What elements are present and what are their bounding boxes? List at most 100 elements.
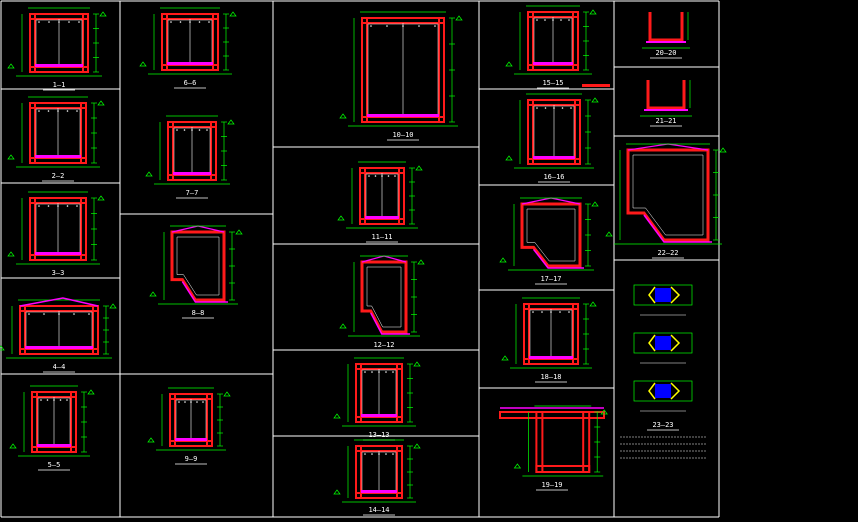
p18-wall-left <box>523 303 530 365</box>
p19-slab-top <box>499 411 605 419</box>
p2-level-mark <box>97 100 105 106</box>
p15-rebar-dot <box>552 19 554 21</box>
p13-slab-bottom <box>355 416 403 423</box>
p7-caption: 7—7 <box>186 189 199 197</box>
p3-rebar-dot <box>76 205 78 207</box>
p5-rebar-dot <box>46 399 49 401</box>
p4-caption: 4—4 <box>53 363 66 371</box>
p14-level-mark <box>333 489 341 495</box>
p7-rebar-dot <box>206 129 208 131</box>
p23-joint-core <box>655 336 671 350</box>
p6-slab-bottom <box>161 64 219 71</box>
p4-rebar-dot <box>43 313 45 315</box>
p18-floor-finish <box>529 356 573 359</box>
p9-wall-right <box>206 393 213 447</box>
p12-level-mark <box>339 323 347 329</box>
p23-joint-flare <box>648 382 656 400</box>
p20-caption: 20—20 <box>655 49 676 57</box>
p22-caption: 22—22 <box>657 249 678 257</box>
p11-slab-top <box>359 167 405 174</box>
p1-floor-finish <box>35 64 83 67</box>
p7-level-mark <box>145 171 153 177</box>
p22-level-mark <box>605 231 613 237</box>
p6-floor-finish <box>167 62 213 65</box>
p7-slab-top <box>167 121 217 128</box>
p4-rebar-dot <box>28 313 30 315</box>
p7-floor-finish <box>173 172 211 175</box>
p21-channel-walls <box>646 80 686 110</box>
p6-wall-left <box>161 13 168 71</box>
p5-rebar-dot <box>59 399 62 401</box>
p16-wall-right <box>574 99 581 165</box>
p9-rebar-dot <box>190 401 192 403</box>
p11-slab-bottom <box>359 218 405 225</box>
p14-rebar-dot <box>385 453 387 455</box>
p18-rebar-dot <box>550 311 552 313</box>
p5-level-mark <box>87 389 95 395</box>
p10-rebar-dot <box>402 25 404 27</box>
p9-level-mark <box>147 437 155 443</box>
p13-wall-right <box>396 363 403 423</box>
p1-slab-top <box>29 13 89 20</box>
p9-caption: 9—9 <box>185 455 198 463</box>
p5-rebar-dot <box>66 399 68 401</box>
p10-floor-finish <box>367 114 439 117</box>
p1-level-mark <box>99 11 107 17</box>
p1-rebar-dot <box>48 21 50 23</box>
p3-wall-left <box>29 197 36 261</box>
p17-level-mark <box>499 257 507 263</box>
red-callout-bar <box>582 84 610 87</box>
p11-rebar-dot <box>374 175 377 177</box>
p12-floor-finish <box>370 312 410 335</box>
p10-level-mark <box>339 113 347 119</box>
p18-slab-top <box>523 303 579 310</box>
p13-rebar-dot <box>392 371 394 373</box>
p7-wall-right <box>210 121 217 181</box>
p15-level-mark <box>505 61 513 67</box>
p5-wall-left <box>31 391 38 453</box>
p15-caption: 15—15 <box>542 79 563 87</box>
p15-floor-finish <box>533 62 573 65</box>
p16-rebar-dot <box>553 107 555 109</box>
p17-stepped-outline <box>520 202 582 268</box>
p3-wall-right <box>80 197 87 261</box>
p13-level-mark <box>413 361 421 367</box>
p10-rebar-dot <box>434 25 436 27</box>
p6-level-mark <box>139 61 147 67</box>
p18-rebar-dot <box>541 311 543 313</box>
p11-rebar-dot <box>368 175 370 177</box>
p19-level-mark <box>513 463 522 469</box>
p23-joint-outline <box>633 332 693 354</box>
p10-wall-left <box>361 17 368 123</box>
p14-rebar-dot <box>392 453 394 455</box>
p18-level-mark <box>589 301 597 307</box>
p22-floor-finish <box>643 214 712 243</box>
p7-level-mark <box>227 119 235 125</box>
p17-level-mark <box>591 201 599 207</box>
p7-rebar-dot <box>191 129 193 131</box>
p16-wall-left <box>527 99 534 165</box>
p9-rebar-dot <box>196 401 198 403</box>
p4-roof-slope <box>19 297 99 307</box>
p18-wall-right <box>572 303 579 365</box>
p22-rebar-cage <box>632 154 704 236</box>
p1-wall-left <box>29 13 36 73</box>
p3-slab-top <box>29 197 87 204</box>
p4-level-mark <box>109 303 117 309</box>
p13-slab-top <box>355 363 403 370</box>
p12-level-mark <box>417 259 425 265</box>
p2-rebar-dot <box>38 110 40 112</box>
p19-wall-right <box>582 411 591 473</box>
p10-caption: 10—10 <box>392 131 413 139</box>
p18-rebar-dot <box>559 311 561 313</box>
p6-level-mark <box>229 11 237 17</box>
p5-floor-finish <box>37 444 71 447</box>
p1-wall-right <box>82 13 89 73</box>
p5-caption: 5—5 <box>48 461 61 469</box>
p10-rebar-dot <box>370 25 372 27</box>
p16-level-mark <box>591 97 599 103</box>
p13-rebar-dot <box>371 371 373 373</box>
p4-wall-left <box>19 305 26 355</box>
p1-rebar-dot <box>38 21 40 23</box>
